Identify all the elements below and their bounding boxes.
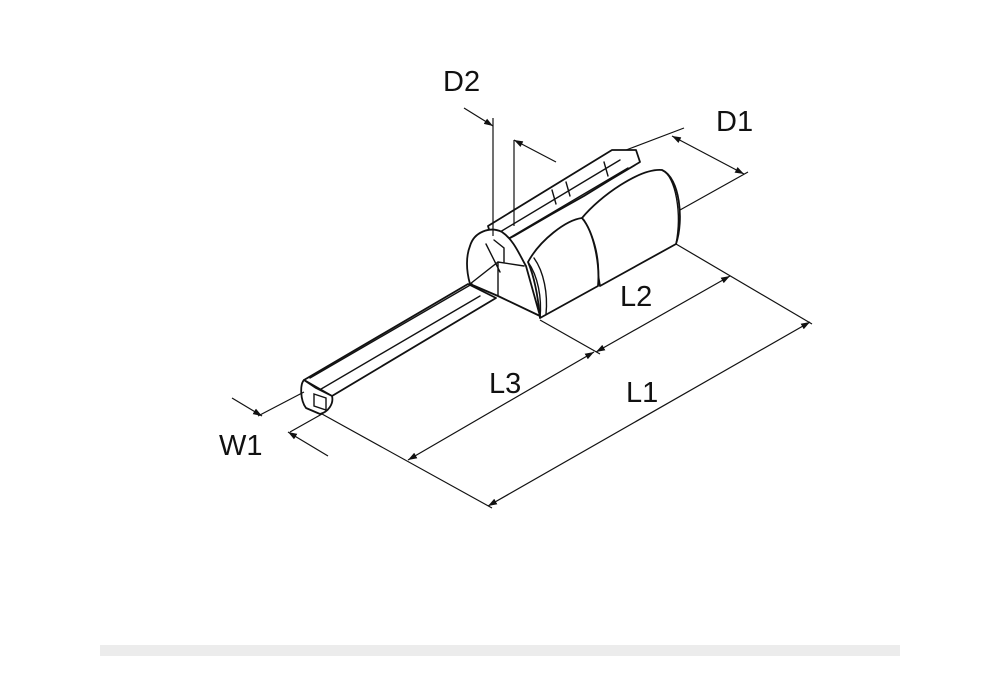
cone-facet — [469, 243, 525, 297]
d1-dimension-line — [671, 135, 745, 175]
dimensions: D2 D1 W1 L3 L2 — [219, 66, 813, 509]
pin-mid-edge — [315, 295, 481, 393]
w1-extension-top — [257, 391, 305, 417]
w1-label: W1 — [219, 430, 263, 462]
d1-extension-bottom — [679, 171, 749, 211]
d2-arrow-right — [513, 139, 557, 163]
dim-d2: D2 — [443, 66, 557, 236]
transition-cone — [466, 228, 541, 317]
footer-divider — [100, 645, 900, 656]
d1-label: D1 — [716, 106, 753, 138]
pin-tip-square — [313, 393, 327, 411]
pin-terminal — [300, 149, 681, 415]
w1-arrow-top — [231, 397, 263, 417]
l2-dimension-line — [595, 275, 731, 353]
barrel-front-inner — [533, 257, 548, 315]
l1-dimension-line — [487, 321, 811, 507]
channel-step — [551, 161, 609, 205]
barrel-end-rim — [661, 169, 679, 245]
barrel-front-edge — [527, 261, 542, 319]
w1-extension-bottom — [289, 413, 323, 433]
dim-l1: L1 — [487, 321, 811, 507]
l-extension-rear — [675, 243, 813, 325]
l3-label: L3 — [489, 368, 521, 400]
d2-label: D2 — [443, 66, 480, 98]
dim-l2: L2 — [595, 275, 731, 353]
cone-slot — [493, 239, 505, 263]
d1-extension-top — [625, 127, 685, 151]
pin-shank — [303, 283, 497, 397]
channel-slot — [499, 159, 621, 233]
d2-arrow-left — [463, 107, 494, 127]
w1-arrow-bottom — [287, 431, 329, 457]
dim-w1: W1 — [219, 391, 329, 462]
pin-top-edge — [309, 283, 473, 379]
l-extension-barrel-start — [539, 319, 601, 355]
l1-label: L1 — [626, 377, 658, 409]
pin-front-face — [300, 379, 334, 415]
l2-label: L2 — [620, 281, 652, 313]
channel-slot-2 — [505, 167, 629, 241]
dim-l3: L3 — [407, 351, 595, 461]
dim-d1: D1 — [625, 106, 753, 211]
barrel-front — [527, 217, 600, 319]
l-extension-tip — [321, 413, 493, 509]
